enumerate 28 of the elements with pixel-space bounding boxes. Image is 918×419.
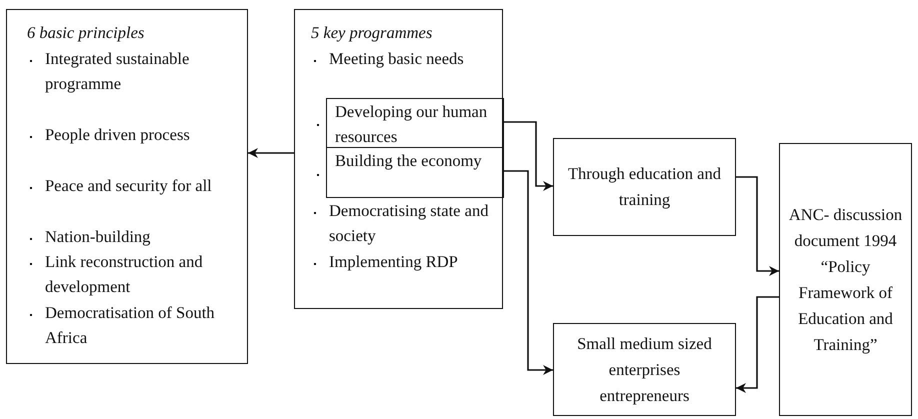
box-text: Through education and training xyxy=(566,163,722,211)
item-text: Building the economy xyxy=(335,150,483,172)
list-item: Integrated sustainable programme xyxy=(45,48,190,95)
list-item: Nation-building xyxy=(45,226,152,248)
item-text: Developing our human resources xyxy=(335,101,488,148)
list-item: Meeting basic needs xyxy=(329,48,465,70)
text-box xyxy=(553,323,736,416)
text-box xyxy=(6,9,248,364)
box-text: ANC- discussion document 1994 “Policy Framework of Education and Training” xyxy=(788,204,904,356)
list-item: Peace and security for all xyxy=(45,175,213,197)
arrow xyxy=(503,170,553,375)
list-item: People driven process xyxy=(45,124,191,146)
arrow xyxy=(503,121,553,191)
text-box xyxy=(779,143,912,416)
arrow xyxy=(736,176,779,276)
arrow xyxy=(736,296,779,393)
list-item: Link reconstruction and development xyxy=(45,251,204,298)
list-heading: 5 key programmes xyxy=(311,22,434,44)
list-heading: 6 basic principles xyxy=(27,22,146,44)
arrow xyxy=(248,148,294,158)
text-box xyxy=(294,9,503,309)
list-item: Democratising state and society xyxy=(329,200,490,247)
list-item: Implementing RDP xyxy=(329,251,459,273)
text-box xyxy=(326,98,504,148)
text-box xyxy=(553,138,736,236)
list-item: Democratisation of South Africa xyxy=(45,302,216,349)
box-text: Small medium sized enterprises entrepreneurs xyxy=(576,332,713,406)
text-box xyxy=(326,147,504,198)
